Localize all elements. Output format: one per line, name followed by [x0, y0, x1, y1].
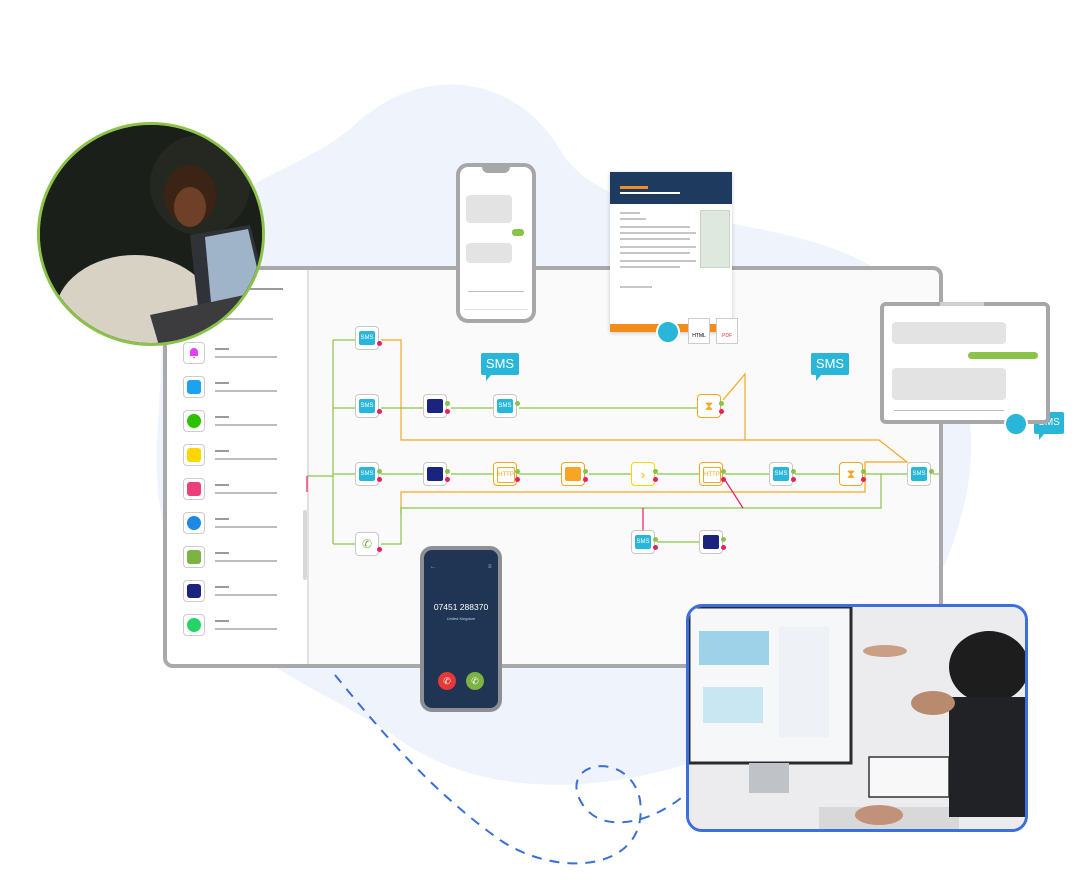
sidebar-item-wechat[interactable]	[183, 410, 303, 434]
flow-node-sms[interactable]: SMS	[493, 394, 520, 418]
flow-node-http[interactable]: HTTP	[493, 462, 520, 486]
chat-icon	[183, 580, 205, 602]
sidebar-item-bell[interactable]	[183, 342, 303, 366]
flow-node-chat[interactable]	[699, 530, 726, 554]
chat-message-sent	[968, 352, 1038, 359]
email-icon	[656, 320, 680, 344]
accept-call-button[interactable]: ✆	[466, 672, 484, 690]
chat-message-received	[466, 243, 512, 263]
sidebar-item-mail[interactable]	[183, 478, 303, 502]
flow-node-chat[interactable]	[423, 462, 450, 486]
phone-icon: ✆	[471, 675, 479, 686]
sidebar-item-chat[interactable]	[183, 580, 303, 604]
flow-node-sms[interactable]: SMS	[769, 462, 796, 486]
sidebar-item-messenger[interactable]	[183, 512, 303, 536]
workflow-connectors	[306, 339, 939, 545]
chat-message-received	[466, 195, 512, 223]
tablet-mockup-chat	[880, 302, 1050, 424]
chat-icon	[427, 467, 443, 481]
back-arrow-icon[interactable]: ←	[430, 564, 436, 570]
map-thumbnail	[700, 210, 730, 268]
flow-node-sms[interactable]: SMS	[355, 462, 382, 486]
email-icon	[1004, 412, 1028, 436]
flow-node-sms[interactable]: SMS	[907, 462, 934, 486]
flow-node-split[interactable]: ›	[631, 462, 658, 486]
whatsapp-icon	[183, 614, 205, 636]
mail-icon	[183, 478, 205, 500]
chat-icon	[427, 399, 443, 413]
phone-icon: ✆	[361, 537, 373, 551]
note-icon	[183, 444, 205, 466]
chat-message-received	[892, 322, 1006, 344]
chat-icon	[703, 535, 719, 549]
chat-message-received	[892, 368, 1006, 400]
flow-node-timer[interactable]: ⧗	[697, 394, 724, 418]
sidebar-item-whatsapp[interactable]	[183, 614, 303, 638]
document-preview	[610, 172, 732, 332]
bell-icon	[183, 342, 205, 364]
phone-icon	[183, 546, 205, 568]
photo-analytics-dashboard	[686, 604, 1028, 832]
sms-bubble: SMS	[811, 353, 849, 381]
phone-mockup-chat	[456, 163, 536, 323]
hangup-icon: ✆	[443, 675, 451, 686]
sidebar-header-line	[183, 318, 273, 320]
flow-node-timer[interactable]: ⧗	[839, 462, 866, 486]
form-icon	[565, 467, 581, 481]
hourglass-icon: ⧗	[846, 467, 856, 481]
menu-icon[interactable]: ≡	[488, 564, 492, 570]
html-file-icon: HTML	[688, 318, 710, 344]
hourglass-icon: ⧗	[704, 399, 714, 413]
twitter-icon	[183, 376, 205, 398]
decline-call-button[interactable]: ✆	[438, 672, 456, 690]
flow-node-sms[interactable]: SMS	[631, 530, 658, 554]
flow-node-phone[interactable]: ✆	[355, 532, 382, 556]
wechat-icon	[183, 410, 205, 432]
photo-woman-laptop	[37, 122, 265, 346]
pdf-file-icon: PDF	[716, 318, 738, 344]
chat-message-sent	[512, 229, 524, 236]
flow-node-form[interactable]	[561, 462, 588, 486]
flow-node-sms[interactable]: SMS	[355, 326, 382, 350]
sidebar-scrollbar[interactable]	[303, 510, 307, 580]
flow-node-sms[interactable]: SMS	[355, 394, 382, 418]
sidebar-header-line	[237, 288, 283, 290]
caller-country: United Kingdom	[446, 616, 476, 621]
sidebar-item-phone[interactable]	[183, 546, 303, 570]
caller-number: 07451 288370	[433, 602, 489, 612]
flow-node-http[interactable]: HTTP	[699, 462, 726, 486]
sms-bubble: SMS	[481, 353, 519, 381]
split-icon: ›	[640, 466, 646, 482]
workflow-app-window: SMS SMS SMS ⧗ SMS HTTP › HTTP SMS ⧗ SMS …	[163, 266, 943, 668]
sidebar-item-twitter[interactable]	[183, 376, 303, 400]
flow-node-chat[interactable]	[423, 394, 450, 418]
messenger-icon	[183, 512, 205, 534]
phone-mockup-call: ← ≡ 07451 288370 United Kingdom ✆ ✆	[420, 546, 502, 712]
sidebar-item-note[interactable]	[183, 444, 303, 468]
